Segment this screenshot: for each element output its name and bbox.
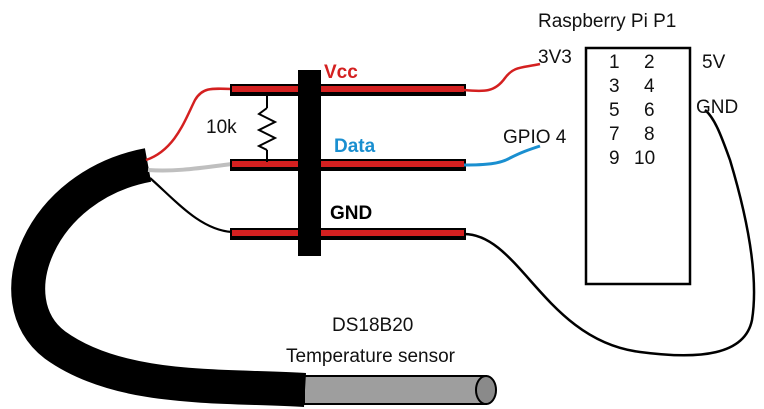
resistor-label: 10k [206,117,237,138]
header-title: Raspberry Pi P1 [538,11,676,32]
lead-red [145,87,233,162]
pin-label-gpio4: GPIO 4 [503,127,567,148]
sensor-cable [11,148,306,407]
gnd-label: GND [330,203,372,224]
resistor-zigzag-icon [256,94,278,162]
pin-number: 2 [644,52,655,73]
sensor-desc: Temperature sensor [286,346,456,367]
pin-number: 7 [609,124,620,145]
rail-vcc [230,84,466,96]
wire-data-to-gpio4 [463,144,541,167]
lead-black [149,177,233,234]
breadboard-bar [298,70,321,256]
pin-number: 5 [609,100,620,121]
data-label: Data [334,136,376,157]
pin-number: 6 [644,100,655,121]
pin-number: 1 [609,52,620,73]
pi-header-box [584,46,692,286]
pin-number: 9 [609,148,620,169]
sensor-name: DS18B20 [332,315,413,336]
pin-number: 10 [634,148,655,169]
pin-label-gnd: GND [696,97,738,118]
vcc-label: Vcc [324,62,358,83]
rail-gnd [230,228,466,240]
rail-data [230,159,466,171]
wire-gnd-to-pin6 [463,109,756,357]
sensor-probe [303,375,497,405]
pin-number: 8 [644,124,655,145]
pin-number: 3 [609,76,620,97]
pin-label-5v: 5V [702,52,726,73]
lead-grey [147,162,233,173]
pin-label-3v3: 3V3 [538,47,572,68]
wire-vcc-to-3v3 [463,62,541,93]
pin-number: 4 [644,76,655,97]
